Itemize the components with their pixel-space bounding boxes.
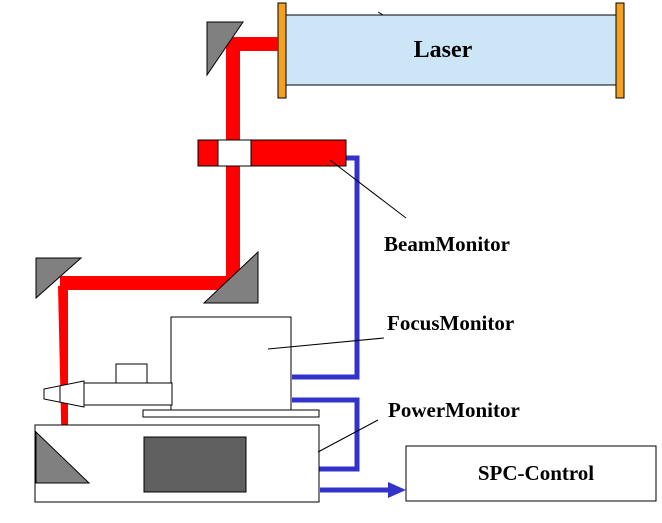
- beam-monitor-signal-line: [292, 155, 360, 380]
- leader-lines: [267, 159, 407, 453]
- beam-monitor: [197, 139, 347, 167]
- power-monitor-leader: [317, 419, 379, 453]
- laser-right-cap: [615, 2, 625, 99]
- mirror-icon: [202, 250, 259, 304]
- mirror-icon: [206, 21, 244, 77]
- signal-lines: [292, 155, 390, 493]
- laser-tick: [377, 11, 384, 16]
- power-monitor-signal-line: [292, 397, 360, 472]
- laser: Laser: [277, 2, 625, 99]
- spc-control-label: SPC-Control: [478, 461, 594, 485]
- objective-lens: [43, 380, 85, 408]
- focus-assembly: [43, 316, 320, 418]
- spc-control: SPC-Control: [405, 445, 657, 502]
- power-monitor-label: PowerMonitor: [388, 398, 520, 422]
- beam-to-sample: [58, 286, 68, 462]
- arrow-right-icon: [388, 482, 406, 498]
- focus-monitor-label: FocusMonitor: [387, 311, 514, 335]
- mirror-icon: [35, 430, 91, 484]
- tube-body: [83, 382, 173, 406]
- base-unit: [34, 424, 320, 503]
- laser-left-cap: [277, 2, 287, 99]
- laser-label: Laser: [414, 37, 473, 63]
- focus-monitor-box: [170, 316, 292, 413]
- laser-tube: [282, 14, 621, 86]
- beam-horizontal-mid: [60, 276, 240, 290]
- beam-monitor-window: [217, 139, 252, 167]
- mirror-icon: [35, 257, 83, 300]
- spc-control-box: [405, 445, 657, 502]
- stage-plate: [142, 409, 320, 418]
- focus-monitor-leader: [267, 337, 385, 350]
- small-housing: [115, 363, 148, 385]
- beam-monitor-label: BeamMonitor: [384, 232, 510, 256]
- power-sensor: [143, 436, 247, 493]
- beam-monitor-leader: [329, 159, 407, 219]
